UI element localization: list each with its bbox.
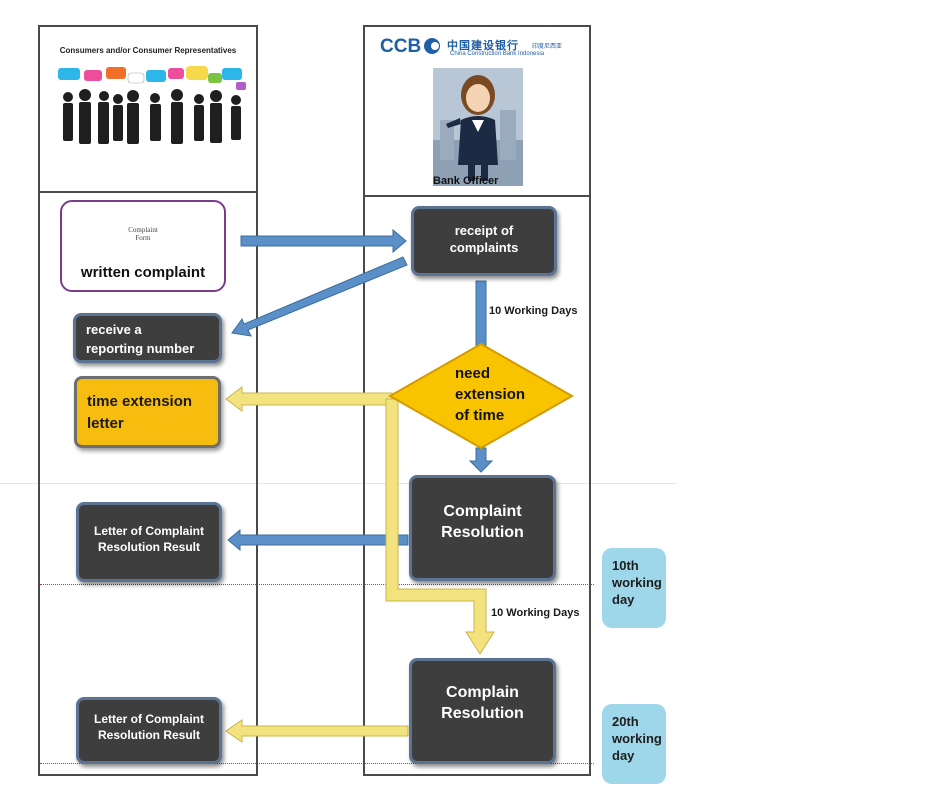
letter2-line1: Letter of Complaint: [94, 712, 204, 726]
bank-logo-chinese-small: 印度尼西亚: [532, 44, 563, 50]
badge1-line2: working: [612, 574, 662, 590]
resolution1-line2: Resolution: [441, 523, 524, 541]
bank-lane-body: [363, 195, 591, 776]
badge1-line3: day: [612, 591, 635, 607]
tenth-day-marker-line: [40, 584, 594, 585]
complaint-form-label: Complaint Form: [108, 226, 178, 242]
resolution2-line2: Resolution: [441, 704, 524, 722]
bank-logo-subtext: China Construction Bank Indonesia: [450, 51, 545, 57]
bank-logo-chinese: 中国建设银行: [447, 40, 519, 52]
twentieth-working-day-badge: 20th working day: [602, 704, 666, 784]
time-ext-line1: time extension: [87, 393, 193, 410]
written-complaint-label: written complaint: [80, 264, 206, 281]
reporting-line1: receive a: [86, 322, 142, 337]
badge1-line1: 10th: [612, 558, 639, 573]
decision-label: need extension of time: [425, 363, 537, 426]
consumer-lane-title: Consumers and/or Consumer Representative…: [59, 46, 237, 55]
time-ext-line2: letter: [87, 414, 124, 432]
complaint-form-line1: Complaint: [128, 226, 158, 234]
written-complaint-box: [60, 200, 226, 292]
badge2-line3: day: [612, 747, 635, 763]
guide-line: [0, 483, 676, 484]
receipt-box: receipt of complaints: [411, 206, 557, 276]
letter1-line2: Resolution Result: [97, 539, 200, 554]
letter2-line2: Resolution Result: [97, 727, 200, 742]
receipt-line1: receipt of: [454, 223, 514, 238]
badge2-line2: working: [612, 730, 662, 746]
tenth-working-day-badge: 10th working day: [602, 548, 666, 628]
edge-label-10-working-days-2: 10 Working Days: [491, 607, 580, 619]
badge2-line1: 20th: [612, 714, 639, 729]
resolution-letter-box-2: Letter of Complaint Resolution Result: [76, 697, 222, 764]
complaint-resolution-box: Complaint Resolution: [409, 475, 556, 581]
consumer-lane-body: [38, 191, 258, 776]
receipt-line2: complaints: [449, 239, 519, 255]
reporting-line2: reporting number: [86, 340, 195, 356]
reporting-number-box: receive a reporting number: [73, 313, 222, 363]
decision-line1: need: [455, 365, 491, 382]
twentieth-day-marker-line: [40, 763, 594, 764]
time-extension-box: time extension letter: [74, 376, 221, 448]
resolution-letter-box-1: Letter of Complaint Resolution Result: [76, 502, 222, 582]
bank-logo-text: CCB: [380, 36, 422, 57]
edge-label-10-working-days-1: 10 Working Days: [489, 305, 578, 317]
decision-line3: of time: [455, 407, 505, 424]
officer-label: Bank Officer: [433, 175, 499, 187]
resolution1-line1: Complaint: [443, 503, 522, 520]
letter1-line1: Letter of Complaint: [94, 524, 204, 538]
complain-resolution-box: Complain Resolution: [409, 658, 556, 764]
complaint-form-line2: Form: [135, 233, 151, 242]
decision-line2: extension: [455, 386, 526, 403]
resolution2-line1: Complain: [446, 684, 519, 701]
